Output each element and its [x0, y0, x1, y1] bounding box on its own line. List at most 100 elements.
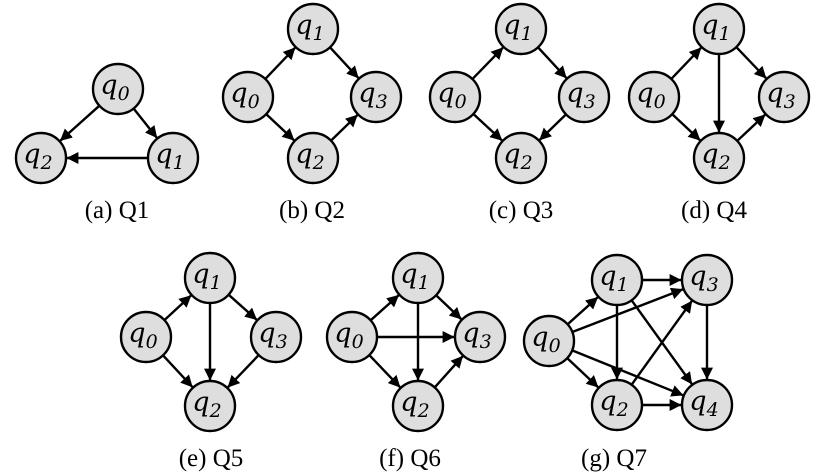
- node-label: q1: [400, 259, 429, 294]
- node-label-subscript: 4: [706, 399, 719, 421]
- node-q1: q1: [590, 253, 644, 307]
- edge-q1-to-q3: [435, 294, 463, 320]
- edge-q0-to-q4: [571, 349, 684, 397]
- node-q0: q0: [221, 70, 275, 124]
- edge-q2-to-q3: [330, 114, 359, 142]
- node-q2: q2: [183, 379, 237, 433]
- edges: [59, 104, 158, 164]
- edge-q1-to-q3: [537, 46, 568, 79]
- caption-q3: (c) Q3: [489, 197, 554, 224]
- node-q3: q3: [557, 70, 611, 124]
- node-q3: q3: [680, 253, 734, 307]
- node-label: q0: [334, 318, 363, 353]
- edges: [368, 294, 464, 389]
- edges: [162, 293, 260, 389]
- node-label-base: q: [258, 318, 275, 349]
- node-q1: q1: [692, 2, 746, 56]
- node-label-base: q: [230, 78, 247, 109]
- node-circle: [119, 310, 173, 364]
- node-circle: [627, 70, 681, 124]
- node-label-base: q: [636, 78, 653, 109]
- node-circle: [183, 251, 237, 305]
- node-label-subscript: 0: [248, 91, 260, 113]
- node-q3: q3: [453, 310, 507, 364]
- node-q4: q4: [680, 378, 734, 432]
- node-circle: [249, 310, 303, 364]
- edge-q2-to-q3: [630, 300, 693, 386]
- node-q2: q2: [286, 131, 340, 185]
- node-label: q3: [766, 78, 795, 113]
- caption-q5: (e) Q5: [179, 445, 244, 472]
- edge-q3-to-q2: [538, 113, 567, 141]
- node-label-base: q: [295, 139, 312, 170]
- node-label: q3: [566, 78, 595, 113]
- node-label-subscript: 3: [276, 331, 288, 353]
- node-q2: q2: [692, 131, 746, 185]
- node-q0: q0: [325, 310, 379, 364]
- node-circle: [590, 378, 644, 432]
- node-label: q1: [155, 139, 184, 174]
- node-label-subscript: 0: [146, 331, 158, 353]
- edge-q3-to-q2: [227, 354, 260, 389]
- node-circle: [91, 62, 145, 116]
- node-label: q0: [230, 78, 259, 113]
- edge-q0-to-q1: [471, 46, 504, 80]
- node-circle: [428, 70, 482, 124]
- node-label-subscript: 3: [480, 331, 492, 353]
- node-q1: q1: [391, 251, 445, 305]
- node-label-base: q: [128, 318, 145, 349]
- node-label-subscript: 3: [784, 91, 796, 113]
- node-label-base: q: [599, 261, 616, 292]
- node-q2: q2: [590, 378, 644, 432]
- edge-q0-to-q1: [670, 46, 702, 80]
- node-label: q1: [701, 10, 730, 45]
- node-circle: [391, 251, 445, 305]
- node-label-base: q: [599, 386, 616, 417]
- node-label: q0: [128, 318, 157, 353]
- node-label: q3: [258, 318, 287, 353]
- node-label-subscript: 3: [584, 91, 596, 113]
- node-circle: [221, 70, 275, 124]
- node-circle: [680, 253, 734, 307]
- node-label-base: q: [155, 139, 172, 170]
- caption-q2: (b) Q2: [279, 197, 345, 224]
- node-circle: [494, 131, 548, 185]
- node-label: q2: [599, 386, 628, 421]
- node-label-subscript: 2: [520, 152, 533, 174]
- node-label-base: q: [23, 139, 40, 170]
- node-label: q2: [400, 387, 429, 422]
- edge-q0-to-q1: [132, 107, 158, 139]
- node-label-subscript: 2: [417, 400, 430, 422]
- node-label-subscript: 2: [40, 152, 53, 174]
- node-circle: [590, 253, 644, 307]
- node-label-subscript: 1: [617, 274, 629, 296]
- node-circle: [692, 2, 746, 56]
- node-label-base: q: [689, 386, 706, 417]
- edge-q0-to-q2: [162, 354, 194, 388]
- node-q0: q0: [119, 310, 173, 364]
- node-label-base: q: [295, 10, 312, 41]
- node-label-subscript: 0: [455, 91, 467, 113]
- node-label-subscript: 1: [719, 23, 731, 45]
- node-label-base: q: [503, 10, 520, 41]
- edges: [566, 274, 713, 411]
- edge-q0-to-q2: [566, 357, 599, 389]
- node-label-base: q: [701, 10, 718, 41]
- node-circle: [325, 310, 379, 364]
- node-label: q2: [23, 139, 52, 174]
- node-circle: [391, 379, 445, 433]
- node-label-base: q: [192, 387, 209, 418]
- edge-q0-to-q2: [59, 104, 101, 142]
- node-label: q4: [689, 386, 718, 421]
- node-circle: [286, 2, 340, 56]
